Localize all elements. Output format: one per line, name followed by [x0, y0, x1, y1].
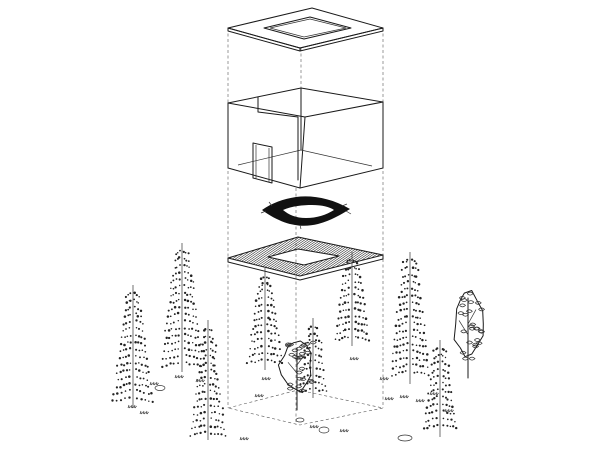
grass-tuft — [415, 398, 425, 403]
rock — [154, 385, 166, 391]
ground-plot — [127, 356, 454, 442]
conifer-tree — [189, 320, 227, 440]
grass-tuft — [239, 436, 249, 441]
grass-tuft — [399, 394, 409, 399]
grass-tuft — [429, 391, 439, 396]
conifer-tree — [391, 252, 430, 384]
grass-tuft — [174, 374, 184, 379]
conifer-tree — [161, 243, 203, 372]
conifer-tree — [245, 268, 284, 370]
grass-tuft — [384, 396, 394, 401]
grass-tuft — [149, 381, 159, 386]
rock — [397, 434, 413, 442]
grass-tuft — [444, 408, 454, 413]
grass-tuft — [195, 378, 205, 383]
deciduous-tree — [277, 340, 317, 411]
conifer-tree — [334, 252, 371, 346]
door-opening — [252, 142, 273, 184]
deciduous-tree — [453, 290, 485, 379]
grass-tuft — [309, 424, 319, 429]
roof-frame — [227, 7, 384, 52]
grass-tuft — [254, 393, 264, 398]
rock — [295, 417, 305, 423]
hatched-floor-ring — [227, 236, 384, 281]
room-box — [227, 87, 384, 189]
grass-tuft — [379, 376, 389, 381]
forest — [111, 243, 485, 440]
conifer-tree — [111, 285, 154, 408]
ring-opening — [260, 196, 352, 230]
grass-tuft — [339, 428, 349, 433]
grass-tuft — [127, 404, 137, 409]
rock — [318, 426, 330, 434]
grass-tuft — [261, 376, 271, 381]
conifer-tree — [298, 318, 328, 398]
projection-lines — [227, 28, 384, 425]
grass-tuft — [139, 410, 149, 415]
grass-tuft — [349, 356, 359, 361]
conifer-tree — [422, 340, 458, 437]
